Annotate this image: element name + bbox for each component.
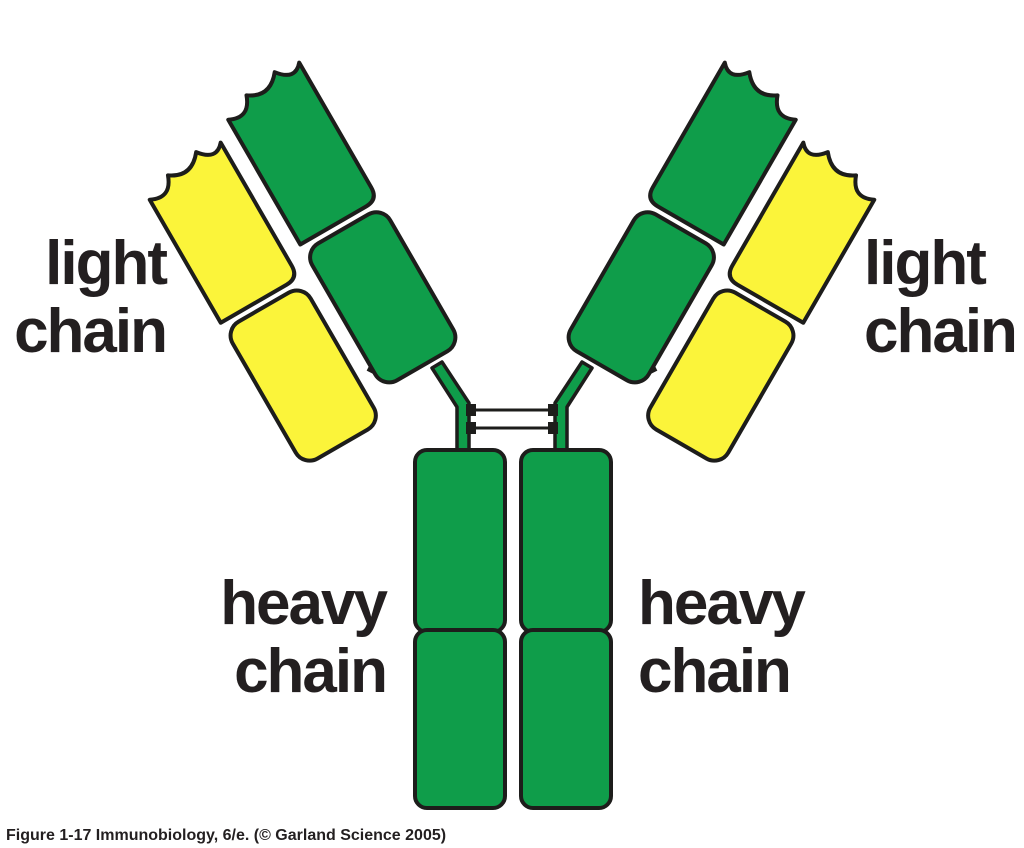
- figure-caption: Figure 1-17 Immunobiology, 6/e. (© Garla…: [6, 827, 446, 844]
- heavy-chain-ch3-domain-right: [519, 628, 613, 810]
- disulfide-bond-lower: [466, 422, 558, 434]
- fab-arm-right: [566, 60, 877, 463]
- hinge-region: [366, 360, 658, 454]
- hinge-left-strand: [430, 360, 471, 454]
- heavy-chain-ch2-domain-left: [413, 448, 507, 634]
- disulfide-bond-upper: [466, 404, 558, 416]
- fab-arm-left: [147, 60, 458, 463]
- heavy-chain-label-right-line1: heavy: [638, 569, 806, 638]
- light-chain-label-right-line1: light: [864, 229, 986, 298]
- light-chain-constant-domain-left: [228, 288, 378, 463]
- heavy-chain-ch1-domain-right: [566, 210, 716, 385]
- light-chain-constant-domain-right: [646, 288, 796, 463]
- heavy-chain-variable-domain-left: [226, 60, 376, 247]
- light-chain-label-right-line2: chain: [864, 297, 1016, 366]
- light-chain-variable-domain-left: [147, 140, 297, 325]
- heavy-chain-label-right-line2: chain: [638, 637, 790, 706]
- heavy-chain-label-left-line2: chain: [234, 637, 386, 706]
- heavy-chain-variable-domain-right: [648, 60, 798, 247]
- heavy-chain-ch1-domain-left: [308, 210, 458, 385]
- fc-region: [413, 448, 613, 810]
- heavy-chain-ch2-domain-right: [519, 448, 613, 634]
- hinge-right-strand: [553, 360, 594, 454]
- light-chain-label-left-line2: chain: [14, 297, 166, 366]
- heavy-chain-ch3-domain-left: [413, 628, 507, 810]
- light-chain-label-left-line1: light: [45, 229, 167, 298]
- heavy-chain-label-left-line1: heavy: [220, 569, 388, 638]
- light-chain-variable-domain-right: [727, 140, 877, 325]
